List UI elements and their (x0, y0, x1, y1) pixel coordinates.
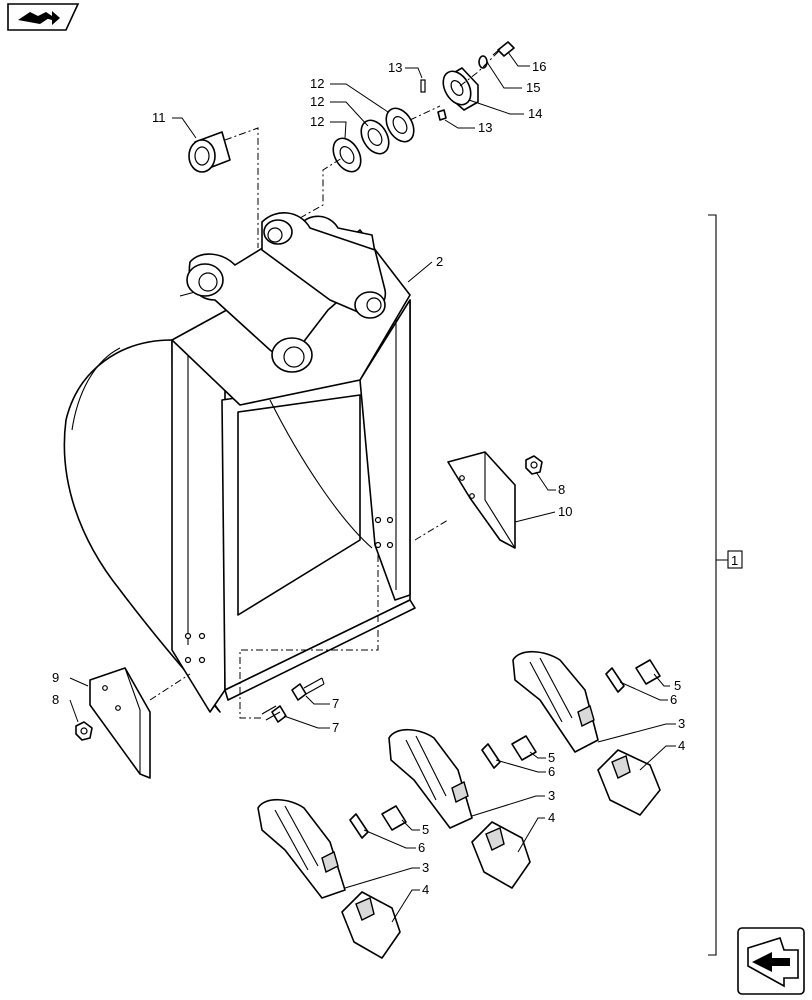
adapter-lower (257, 798, 346, 899)
leader-lines (69, 51, 676, 923)
tip-lower (341, 891, 401, 959)
side-cutter-right (447, 451, 516, 549)
retainer-upper-tooth (635, 659, 661, 685)
callout-1: 1 (731, 553, 738, 568)
side-cutter-left (89, 667, 151, 779)
washer (478, 55, 488, 69)
callout-6-middle: 6 (548, 764, 555, 779)
page-arrow-icon[interactable] (737, 927, 805, 995)
callout-4-middle: 4 (548, 810, 555, 825)
callout-12-mid: 12 (310, 94, 324, 109)
nut-left (75, 721, 93, 741)
bucket-link-plates (186, 212, 387, 373)
callout-14: 14 (528, 106, 542, 121)
callout-5-middle: 5 (548, 750, 555, 765)
callout-13-bottom: 13 (478, 120, 492, 135)
callout-12-bottom: 12 (310, 114, 324, 129)
pin-middle-tooth (481, 743, 501, 769)
bolt (492, 41, 515, 57)
callout-3-upper: 3 (678, 716, 685, 731)
bolt-upper (291, 677, 325, 701)
callout-12-top: 12 (310, 76, 324, 91)
callout-15: 15 (526, 80, 540, 95)
callout-13-top: 13 (388, 60, 402, 75)
nut-right (525, 455, 543, 475)
callout-7-upper: 7 (332, 696, 339, 711)
callout-5-lower: 5 (422, 822, 429, 837)
shims (332, 107, 415, 173)
pin-upper-tooth (605, 667, 625, 693)
tip-middle (471, 821, 531, 889)
callout-4-upper: 4 (678, 738, 685, 753)
callout-10: 10 (558, 504, 572, 519)
callout-8-right: 8 (558, 482, 565, 497)
callout-4-lower: 4 (422, 882, 429, 897)
assembly-bracket (708, 214, 743, 956)
callout-16: 16 (532, 59, 546, 74)
adapter-upper (512, 650, 599, 753)
bolt-lower (261, 705, 287, 723)
pin-upper (420, 79, 426, 93)
retainer (442, 67, 479, 111)
callout-6-upper: 6 (670, 692, 677, 707)
callout-2: 2 (436, 254, 443, 269)
pin-lower (437, 109, 447, 121)
callout-3-lower: 3 (422, 860, 429, 875)
callout-11: 11 (152, 110, 166, 125)
callout-8-left: 8 (52, 692, 59, 707)
assembly-lines (149, 49, 501, 719)
callout-6-lower: 6 (418, 840, 425, 855)
bushing (188, 131, 231, 173)
adapter-middle (388, 728, 473, 829)
callout-9: 9 (52, 670, 59, 685)
retainer-lower-tooth (381, 805, 407, 831)
callout-3-middle: 3 (548, 788, 555, 803)
book-arrow-icon[interactable] (7, 3, 80, 31)
callout-5-upper: 5 (674, 678, 681, 693)
retainer-middle-tooth (511, 735, 537, 761)
callout-7-lower: 7 (332, 720, 339, 735)
pin-lower-tooth (349, 813, 369, 839)
callout-labels: 1 2 11 12 12 12 13 13 14 15 16 8 10 9 8 … (52, 59, 738, 897)
